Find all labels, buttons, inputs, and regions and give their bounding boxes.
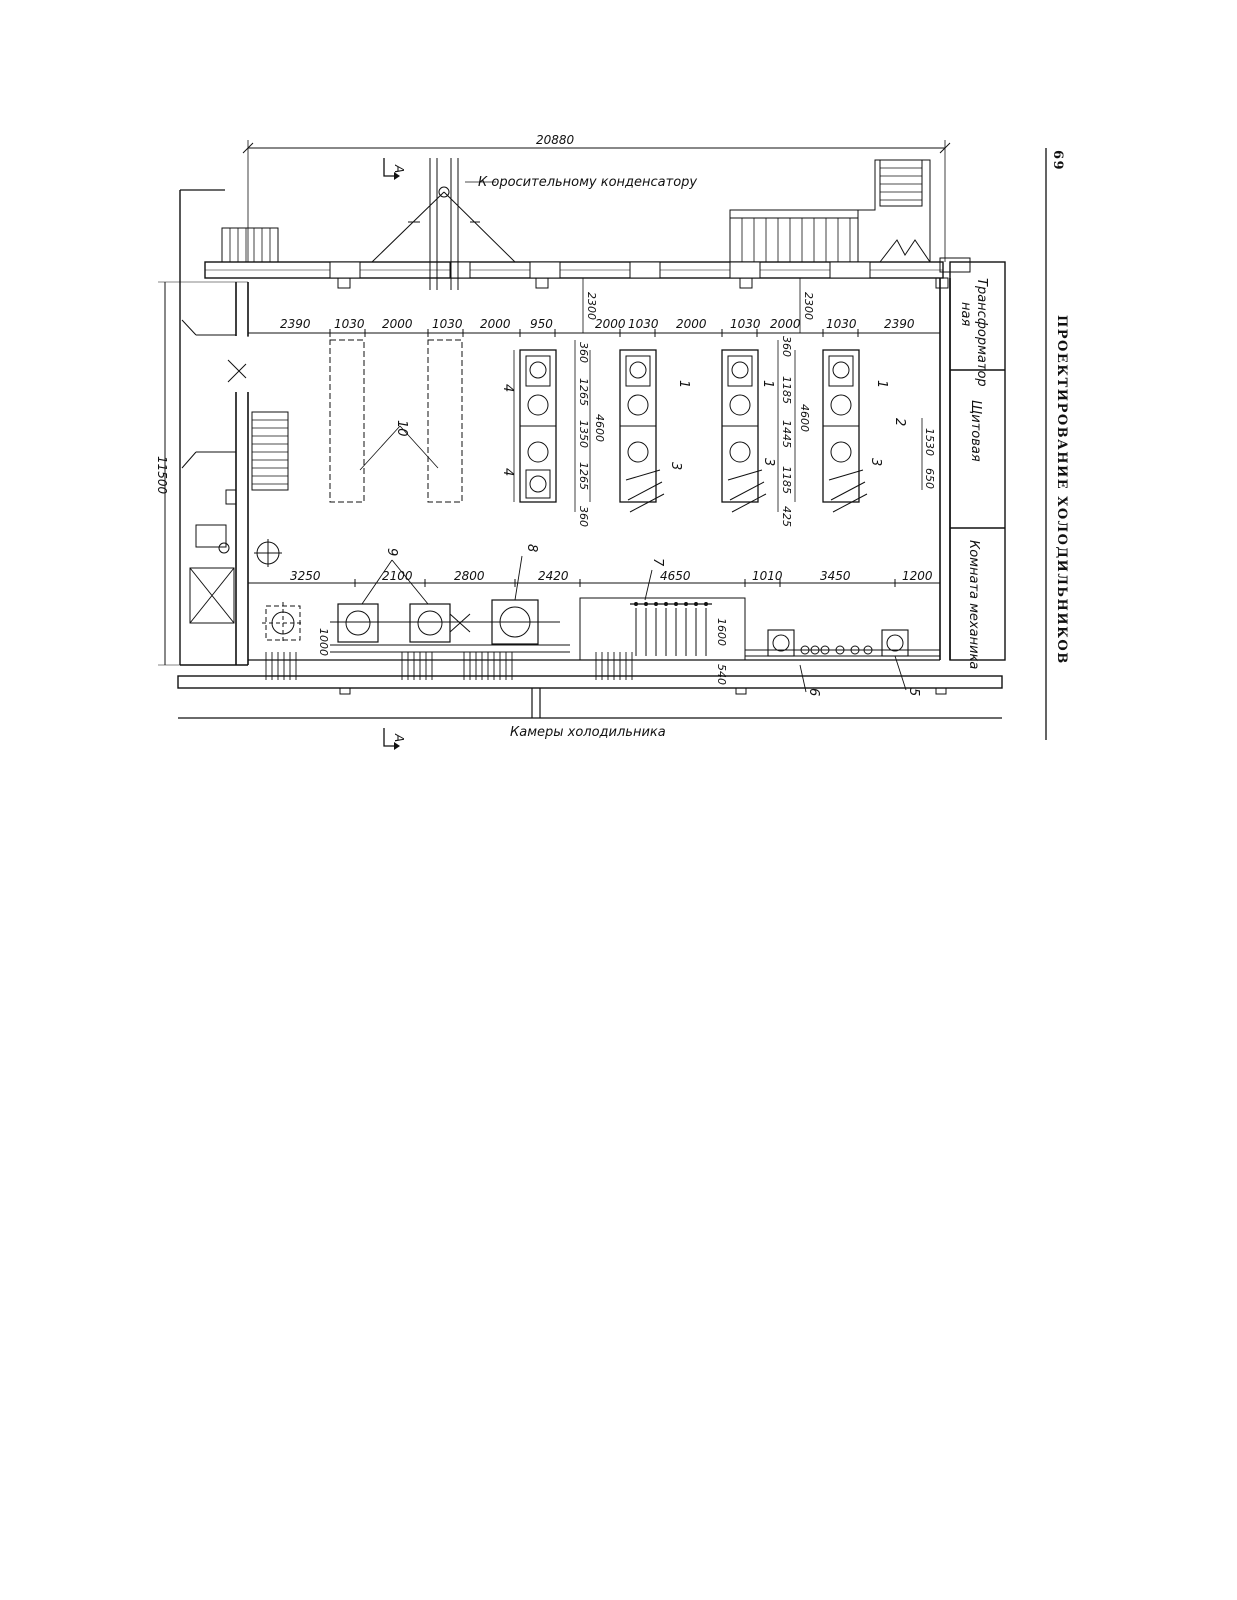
callout-3-a: 3: [668, 462, 683, 470]
page-number: 69: [1050, 150, 1065, 171]
low-dim-8: 1200: [902, 569, 933, 583]
section-mark-bottom: A: [383, 728, 406, 750]
dim-b-5: 425: [780, 506, 793, 527]
compressor-unit-1: [513, 349, 557, 503]
dim-a-1: 360: [577, 342, 590, 363]
dim-b-2: 1185: [780, 376, 793, 404]
callout-2: 2: [892, 418, 907, 426]
compressor-unit-3: [721, 349, 767, 513]
callout-4-top: 4: [500, 384, 515, 392]
receiver-and-separators: 1000 9 8: [254, 539, 570, 656]
overall-depth-label: 11500: [155, 456, 169, 495]
dim-a-4: 1265: [577, 462, 590, 490]
lower-pipe-bundles: [265, 652, 633, 680]
room-switchboard: Щитовая: [968, 400, 983, 462]
condenser-note: К оросительному конденсатору: [478, 175, 697, 190]
top-dim-10: 1030: [730, 317, 761, 331]
top-dim-12: 1030: [826, 317, 857, 331]
small-dim-3: 540: [715, 664, 728, 685]
wall-offset-2: 2300: [802, 292, 815, 320]
side-dim-1: 1530: [923, 428, 936, 456]
callout-6: 6: [806, 688, 821, 696]
top-dim-9: 2000: [676, 317, 707, 331]
reserve-compressor-outlines: 10: [329, 339, 463, 503]
low-dim-7: 3450: [820, 569, 851, 583]
building-walls: [177, 189, 1006, 719]
dim-b-4: 1185: [780, 466, 793, 494]
condenser-pipe-riser: [371, 158, 516, 290]
dim-a-3: 1350: [577, 420, 590, 448]
callout-10: 10: [394, 420, 409, 437]
section-mark-top-label: A: [392, 164, 406, 173]
top-dim-13: 2390: [884, 317, 915, 331]
lower-dimension-chain: 3250 2100 2800 2420 4650 1010 3450 1200: [247, 569, 941, 587]
room-transformer-suffix: ная: [958, 302, 973, 326]
top-dim-11: 2000: [770, 317, 801, 331]
top-dim-3: 2000: [382, 317, 413, 331]
callout-1-a: 1: [676, 380, 691, 388]
side-dim-2: 650: [923, 468, 936, 489]
room-mechanic: Комната механика: [966, 540, 981, 669]
stairs: [221, 159, 931, 491]
right-annex-labels: Трансформатор ная Щитовая Комната механи…: [958, 278, 989, 669]
callout-1-b: 1: [760, 380, 775, 388]
overall-dimensions: 20880 11500: [155, 133, 951, 666]
refrigerator-chambers-label: Камеры холодильника: [510, 725, 666, 740]
top-dim-8: 1030: [628, 317, 659, 331]
small-dim-2: 1600: [715, 618, 728, 646]
wall-offset-1: 2300: [585, 292, 598, 320]
top-dim-4: 1030: [432, 317, 463, 331]
pumps: 6 5: [745, 629, 940, 696]
dim-a-2: 1265: [577, 378, 590, 406]
top-dim-7: 2000: [595, 317, 626, 331]
low-dim-4: 2420: [538, 569, 569, 583]
top-dim-6: 950: [530, 317, 553, 331]
top-dim-5: 2000: [480, 317, 511, 331]
compressor-unit-2: [619, 349, 665, 513]
regulating-station: 7 1600 540: [579, 558, 746, 685]
dim-b-3: 1445: [780, 420, 793, 448]
top-dim-1: 2390: [280, 317, 311, 331]
callout-7: 7: [650, 558, 665, 567]
top-dim-2: 1030: [334, 317, 365, 331]
callout-3-b: 3: [761, 458, 776, 466]
low-dim-5: 4650: [660, 569, 691, 583]
compressor-unit-4: [822, 349, 868, 513]
dim-a-5: 360: [577, 506, 590, 527]
compressor-dimensions: 360 1265 1350 1265 360 4600 360 1185 144…: [574, 336, 936, 527]
compressor-callouts: 4 4 1 1 1 3 3 3 2: [500, 380, 907, 476]
top-dimension-chain: 2390 1030 2000 1030 2000 950 2000 1030 2…: [247, 278, 941, 337]
dim-unit-total-a: 4600: [593, 414, 606, 442]
page-header: 69 ПРОЕКТИРОВАНИЕ ХОЛОДИЛЬНИКОВ: [1045, 148, 1069, 740]
low-dim-3: 2800: [454, 569, 485, 583]
section-mark-top: A: [383, 158, 406, 180]
callout-8: 8: [524, 544, 539, 552]
overall-width-label: 20880: [536, 133, 575, 147]
low-dim-2: 2100: [382, 569, 413, 583]
low-dim-1: 3250: [290, 569, 321, 583]
callout-3-c: 3: [868, 458, 883, 466]
callout-1-c: 1: [874, 380, 889, 388]
section-mark-bottom-label: A: [392, 733, 406, 742]
callout-9: 9: [384, 548, 399, 556]
dim-b-1: 360: [780, 336, 793, 357]
small-dim-1: 1000: [317, 628, 330, 656]
callout-4-bottom: 4: [500, 468, 515, 476]
dim-unit-total-b: 4600: [798, 404, 811, 432]
callout-5: 5: [906, 688, 921, 696]
room-transformer: Трансформатор: [974, 278, 989, 387]
running-header: ПРОЕКТИРОВАНИЕ ХОЛОДИЛЬНИКОВ: [1054, 315, 1069, 665]
low-dim-6: 1010: [752, 569, 783, 583]
